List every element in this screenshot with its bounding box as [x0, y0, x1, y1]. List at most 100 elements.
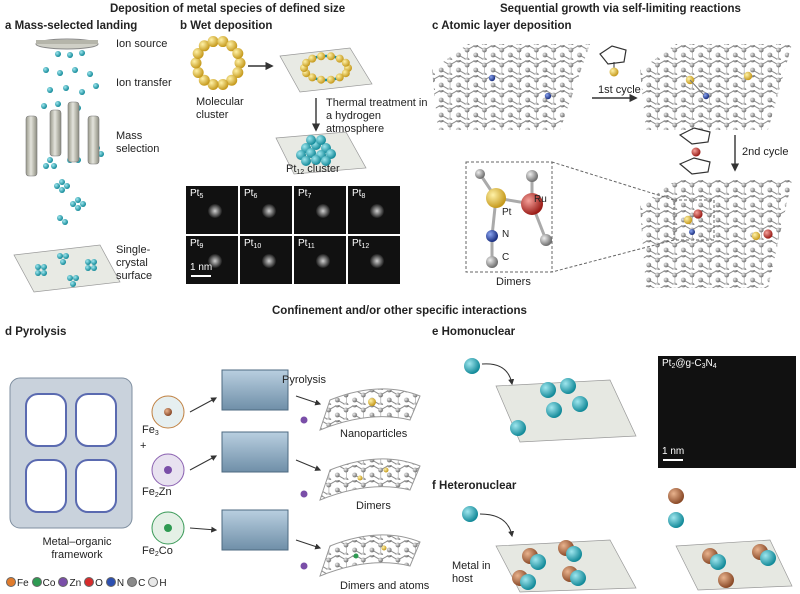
- ligand-atom: [217, 36, 229, 48]
- ligand-atom: [207, 36, 219, 48]
- label-mof: Metal–organic framework: [42, 536, 112, 561]
- inset-label-c: C: [502, 252, 510, 263]
- ligand-atom: [335, 73, 344, 82]
- panel-a-letter: a: [5, 20, 12, 32]
- label-dimers: Dimers: [356, 500, 391, 512]
- label-dimers-and-atoms: Dimers and atoms: [340, 580, 430, 592]
- inset-label-n: N: [502, 229, 510, 240]
- ligand-atom: [198, 40, 210, 52]
- label-molecular-cluster: Molecular cluster: [196, 96, 244, 121]
- em-image-pt9: Pt9 1 nm: [186, 236, 238, 284]
- pt2-em-scale-bar: [663, 459, 683, 461]
- em-scale-label: 1 nm: [190, 262, 213, 273]
- ligand-atom: [317, 52, 326, 61]
- dimer-inset: [475, 169, 552, 268]
- panel-c-heading: Atomic layer deposition: [441, 20, 572, 32]
- ligand-atom: [341, 69, 350, 78]
- legend-dot: [58, 577, 69, 587]
- label-single-crystal-surface: Single-crystal surface: [116, 244, 153, 282]
- em-cluster-blob: [316, 254, 330, 268]
- pt2-em-label: Pt2@g-C3N4: [662, 358, 717, 370]
- ligand-atom: [317, 75, 326, 84]
- legend-item-co: Co: [31, 577, 55, 589]
- em-image-label: Pt10: [244, 238, 262, 250]
- cp-ligand-1: [599, 45, 627, 77]
- legend-dot: [84, 577, 95, 587]
- panel-b-graphics: [190, 36, 373, 175]
- pt2-em-scale-label: 1 nm: [662, 446, 685, 457]
- panel-e-heading: Homonuclear: [441, 326, 516, 338]
- legend-item-n: N: [105, 577, 124, 589]
- ligand-atom: [207, 78, 219, 90]
- ligand-atom: [232, 47, 244, 59]
- label-mass-selection: Mass selection: [116, 130, 160, 155]
- em-image-pt7: Pt7: [294, 186, 346, 234]
- panel-c-title: c Atomic layer deposition: [432, 20, 572, 33]
- ligand-atom: [234, 57, 246, 69]
- pt2-em-image: Pt2@g-C3N4 1 nm: [658, 356, 796, 468]
- em-cluster-blob: [370, 254, 384, 268]
- cp-ligand-2: [678, 127, 711, 175]
- em-image-pt10: Pt10: [240, 236, 292, 284]
- panel-e-letter: e: [432, 326, 439, 338]
- header-confinement: Confinement and/or other specific intera…: [272, 305, 527, 317]
- panel-e-graphics: [464, 358, 637, 443]
- em-image-label: Pt7: [298, 188, 312, 200]
- label-pt12-cluster: Pt12 cluster: [286, 163, 340, 176]
- ligand-atom: [326, 75, 335, 84]
- panel-d-graphics: [9, 369, 421, 577]
- ligand-atom: [198, 74, 210, 86]
- panel-f-title: f Heteronuclear: [432, 480, 516, 493]
- label-ion-source: Ion source: [116, 38, 168, 50]
- panel-f-graphics: [462, 488, 793, 593]
- ligand-atom: [232, 67, 244, 79]
- inset-label-pt: Pt: [502, 207, 512, 218]
- panel-a-graphics: [13, 38, 121, 293]
- graphene-sheets: [319, 388, 421, 577]
- ligand-atom: [308, 54, 317, 63]
- em-cluster-blob: [262, 254, 276, 268]
- legend-item-c: C: [127, 577, 145, 589]
- legend-dot: [6, 577, 16, 587]
- panel-b-title: b Wet deposition: [180, 20, 272, 33]
- em-image-label: Pt8: [352, 188, 366, 200]
- panel-f-letter: f: [432, 480, 436, 492]
- ligand-atom: [326, 52, 335, 61]
- inset-label-ru: Ru: [534, 194, 547, 205]
- legend-item-o: O: [84, 577, 103, 589]
- ligand-atom: [190, 57, 202, 69]
- legend-dot: [148, 577, 159, 587]
- inset-caption-dimers: Dimers: [496, 276, 531, 288]
- header-self-limiting: Sequential growth via self-limiting reac…: [500, 3, 741, 15]
- ligand-atom: [192, 47, 204, 59]
- legend-dot: [105, 577, 116, 587]
- em-image-label: Pt9: [190, 238, 204, 250]
- panel-d-heading: Pyrolysis: [15, 326, 67, 338]
- label-fe2co: Fe2Co: [142, 545, 173, 558]
- ligand-atom: [302, 58, 311, 67]
- em-image-label: Pt12: [352, 238, 370, 250]
- label-1st-cycle: 1st cycle: [598, 84, 641, 96]
- em-image-pt8: Pt8: [348, 186, 400, 234]
- ligand-atom: [226, 74, 238, 86]
- label-pyrolysis: Pyrolysis: [282, 374, 327, 386]
- em-image-label: Pt6: [244, 188, 258, 200]
- ligand-atom: [226, 40, 238, 52]
- ligand-atom: [192, 67, 204, 79]
- em-image-label: Pt11: [298, 238, 315, 250]
- precursor-molecules: [151, 395, 185, 545]
- panel-c-letter: c: [432, 20, 439, 32]
- em-image-label: Pt5: [190, 188, 204, 200]
- panel-a-heading: Mass-selected landing: [14, 20, 138, 32]
- em-image-pt11: Pt11: [294, 236, 346, 284]
- legend-item-fe: Fe: [6, 577, 29, 589]
- label-fe2zn: Fe2Zn: [142, 486, 172, 499]
- panel-a-title: a Mass-selected landing: [5, 20, 137, 33]
- em-image-pt6: Pt6: [240, 186, 292, 234]
- legend-dot: [127, 577, 138, 587]
- panel-b-heading: Wet deposition: [190, 20, 273, 32]
- label-nanoparticles: Nanoparticles: [340, 428, 408, 440]
- em-cluster-blob: [208, 254, 222, 268]
- label-ion-transfer: Ion transfer: [116, 77, 172, 89]
